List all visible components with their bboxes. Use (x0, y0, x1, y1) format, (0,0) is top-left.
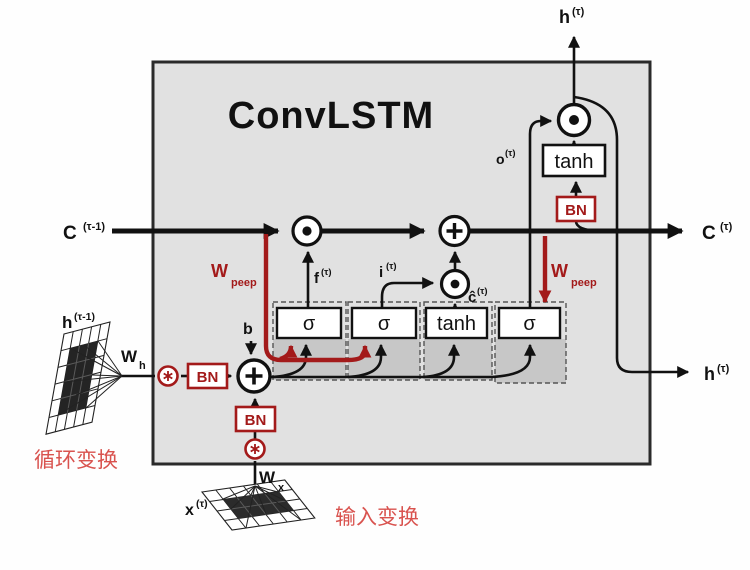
cellstate-to-bn-line (574, 220, 599, 233)
c-out-sup: (τ) (720, 221, 733, 233)
bias-label: b (243, 321, 253, 338)
h-top-label: h (559, 7, 570, 27)
input-gate-label: σ (378, 313, 391, 335)
c-cand-sup: (τ) (477, 286, 488, 297)
gate1-dashed-box (272, 301, 347, 381)
input-gate-line (380, 277, 435, 308)
cell-title: ConvLSTM (228, 95, 434, 137)
bn-h-box (186, 362, 229, 390)
w-h-sub: h (139, 360, 146, 372)
i-gate-sup: (τ) (386, 261, 397, 272)
c-cand-label: ĉ (468, 289, 476, 306)
c-prev-sup: (τ-1) (83, 221, 105, 233)
add-cellstate-icon (438, 214, 471, 248)
w-x-label: W (259, 468, 276, 487)
output-gate-box (497, 306, 562, 340)
batchnorm-boxes: BN BN BN (186, 195, 597, 433)
gate-boxes: σ σ tanh σ (275, 306, 562, 340)
multiply-output-icon (556, 102, 592, 138)
gate3-dashed-box (423, 301, 493, 381)
h-top-sup: (τ) (572, 6, 585, 18)
bus-branch-1 (271, 343, 312, 379)
output-gate-line (528, 115, 553, 308)
f-gate-label: f (314, 270, 320, 287)
add-preactivation-icon (236, 358, 272, 394)
connectors (120, 35, 690, 487)
h-prev-sup: (τ-1) (74, 311, 95, 323)
recurrent-transform-annotation: 循环变换 (34, 449, 118, 472)
candidate-gate-box (424, 306, 489, 340)
forget-gate-label: σ (303, 313, 316, 335)
bn-c-label: BN (565, 202, 587, 219)
bn-x-label: BN (245, 412, 267, 429)
bus-branch-2 (347, 343, 387, 379)
peephole-left-line (263, 234, 372, 363)
f-gate-sup: (τ) (321, 267, 332, 278)
gate2-dashed-box (347, 301, 421, 381)
peephole-connections (263, 234, 552, 363)
gate3-shade (424, 339, 492, 380)
x-conv-fanin-lines (222, 485, 302, 529)
output-tanh-label: tanh (555, 151, 594, 173)
multiply-input-icon (439, 268, 471, 300)
output-gate-label2: σ (523, 313, 536, 335)
peephole-left-branch (279, 344, 298, 362)
signal-labels: C (τ-1) C (τ) h (τ) h (τ) h (τ-1) x (τ) … (62, 6, 733, 519)
h-right-sup: (τ) (717, 363, 730, 375)
hprev-conv-fanin-lines (57, 340, 123, 416)
x-in-label: x (185, 502, 194, 519)
bus-branch-4 (490, 343, 536, 379)
multiply-forget-icon (291, 215, 323, 247)
x-in-sup: (τ) (196, 498, 208, 510)
x-feature-grid (202, 480, 315, 530)
hprev-feature-grid (46, 322, 123, 434)
w-peep-left-sub: peep (231, 277, 257, 289)
w-peep-right-sub: peep (571, 277, 597, 289)
bn-h-label: BN (197, 369, 219, 386)
o-gate-sup: (τ) (505, 148, 516, 159)
candidate-gate-label: tanh (437, 313, 476, 335)
c-prev-label: C (63, 223, 77, 244)
forget-gate-box (275, 306, 343, 340)
hidden-out-right-line (573, 95, 690, 378)
input-transform-annotation: 输入变换 (335, 506, 419, 529)
input-gate-box (350, 306, 418, 340)
w-peep-left-label: W (211, 261, 228, 281)
w-h-label: W (121, 347, 138, 366)
conv-x-icon (244, 438, 266, 460)
output-tanh-box (541, 143, 607, 178)
h-right-label: h (704, 364, 715, 384)
bn-x-box (234, 405, 277, 433)
o-gate-label: o (496, 151, 505, 167)
operator-nodes (157, 102, 592, 460)
w-peep-right-label: W (551, 261, 568, 281)
h-prev-label: h (62, 313, 72, 332)
bus-branch-3 (422, 343, 460, 379)
conv-h-icon (157, 365, 179, 387)
i-gate-label: i (379, 264, 383, 281)
bn-c-box (555, 195, 597, 223)
c-out-label: C (702, 223, 716, 244)
w-x-sub: x (278, 482, 285, 494)
